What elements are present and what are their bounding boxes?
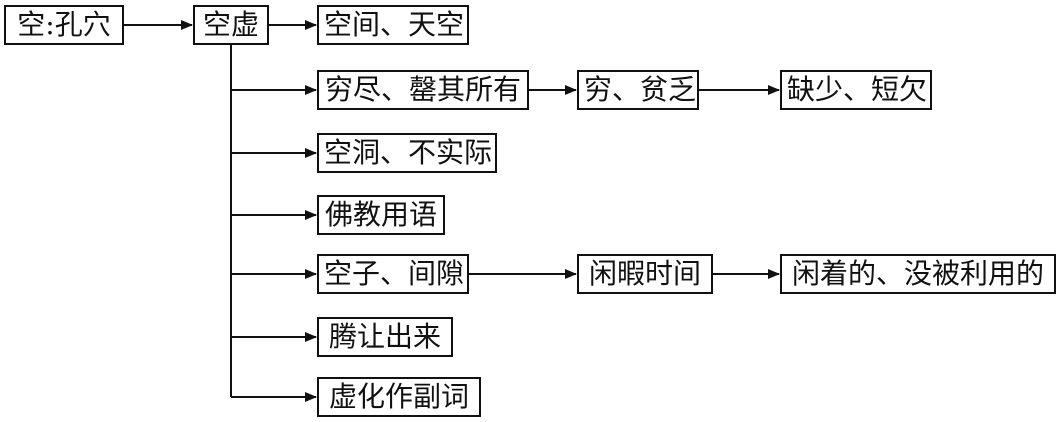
node-hub: 空虚 xyxy=(193,5,269,45)
node-function-word: 虚化作副词 xyxy=(317,377,481,417)
node-space: 空间、天空 xyxy=(317,5,469,45)
node-gap: 空子、间隙 xyxy=(317,254,469,294)
node-exhaust: 穷尽、罄其所有 xyxy=(317,70,529,110)
node-buddhist: 佛教用语 xyxy=(317,195,445,235)
node-poor: 穷、贫乏 xyxy=(577,70,699,110)
node-leisure: 闲暇时间 xyxy=(577,254,713,294)
node-vacate: 腾让出来 xyxy=(317,317,453,357)
node-hollow: 空洞、不实际 xyxy=(317,133,497,173)
node-root: 空:孔穴 xyxy=(4,5,124,45)
node-idle: 闲着的、没被利用的 xyxy=(780,254,1056,294)
node-lack: 缺少、短欠 xyxy=(780,70,932,110)
